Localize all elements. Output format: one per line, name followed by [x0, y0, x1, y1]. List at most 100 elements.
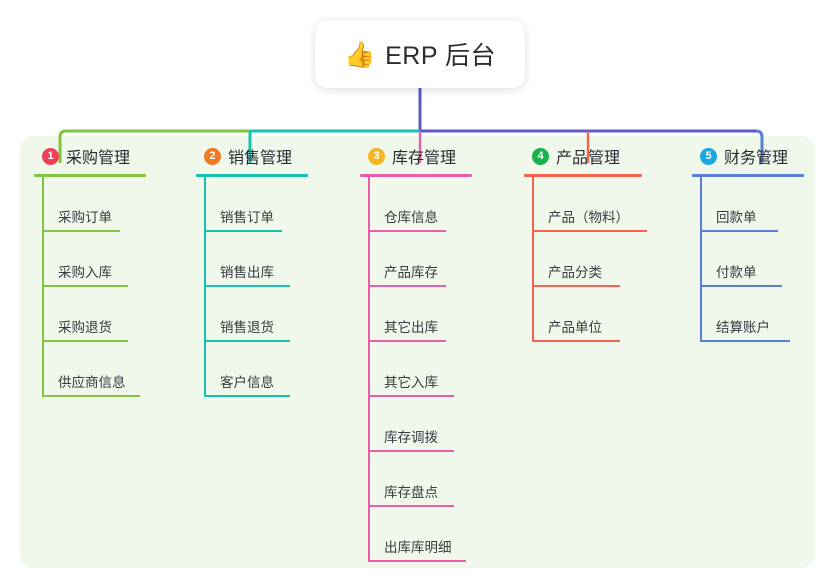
branch-item-label: 其它出库: [384, 320, 438, 335]
branch-item-label: 库存调拨: [384, 430, 438, 445]
branch-item[interactable]: 销售订单: [204, 177, 308, 232]
branch-item-label: 客户信息: [220, 375, 274, 390]
branch-spine-4: [532, 177, 534, 342]
branch-item-label: 回款单: [716, 210, 757, 225]
branch-item[interactable]: 库存调拨: [368, 397, 472, 452]
branch-item-rule: [532, 340, 620, 342]
branch-item-rule: [204, 395, 290, 397]
branch-item-label: 产品单位: [548, 320, 602, 335]
branch-item-label: 其它入库: [384, 375, 438, 390]
branch-item-rule: [368, 340, 446, 342]
branch-title-2: 销售管理: [228, 150, 293, 167]
branch-item-rule: [204, 285, 290, 287]
branch-item[interactable]: 产品分类: [532, 232, 642, 287]
branch-spine-5: [700, 177, 702, 342]
branch-item[interactable]: 客户信息: [204, 342, 308, 397]
branch-item-rule: [700, 340, 790, 342]
branch-header-5[interactable]: 5 财务管理: [692, 144, 804, 168]
branch-header-3[interactable]: 3 库存管理: [360, 144, 472, 168]
branch-item-label: 付款单: [716, 265, 757, 280]
branch-item-rule: [204, 230, 282, 232]
branch-spine-2: [204, 177, 206, 397]
branch-header-2[interactable]: 2 销售管理: [196, 144, 308, 168]
branch-column-5: 5 财务管理回款单付款单结算账户: [692, 144, 804, 342]
branch-item-label: 产品分类: [548, 265, 602, 280]
branch-item-list-3: 仓库信息产品库存其它出库其它入库库存调拨库存盘点出库库明细: [360, 177, 472, 562]
branch-item[interactable]: 回款单: [700, 177, 804, 232]
branch-item[interactable]: 结算账户: [700, 287, 804, 342]
branch-header-rule-2: [196, 174, 308, 177]
branch-item-list-5: 回款单付款单结算账户: [692, 177, 804, 342]
branch-title-3: 库存管理: [392, 150, 457, 167]
branch-header-rule-3: [360, 174, 472, 177]
branch-item-label: 供应商信息: [58, 375, 126, 390]
branch-item-rule: [42, 230, 120, 232]
branch-item-label: 销售退货: [220, 320, 274, 335]
branch-item-rule: [42, 285, 128, 287]
branch-badge-3-icon: 3: [368, 147, 385, 165]
branch-item[interactable]: 采购退货: [42, 287, 146, 342]
branch-item-rule: [42, 340, 128, 342]
branch-title-4: 产品管理: [556, 150, 621, 167]
branch-item[interactable]: 仓库信息: [368, 177, 472, 232]
branches-panel: [20, 136, 815, 568]
branch-item-label: 结算账户: [716, 320, 770, 335]
root-node-label: ERP 后台: [385, 42, 497, 70]
branch-item[interactable]: 销售出库: [204, 232, 308, 287]
branch-item-rule: [532, 230, 647, 232]
branch-item[interactable]: 库存盘点: [368, 452, 472, 507]
thumbs-up-icon: 👍: [343, 39, 376, 69]
branch-item-label: 产品（物料）: [548, 210, 629, 225]
branch-item-rule: [368, 285, 446, 287]
branch-badge-2-icon: 2: [204, 147, 221, 165]
branch-item[interactable]: 其它出库: [368, 287, 472, 342]
branch-item-list-2: 销售订单销售出库销售退货客户信息: [196, 177, 308, 397]
branch-header-rule-5: [692, 174, 804, 177]
branch-item-label: 采购订单: [58, 210, 112, 225]
branch-item-rule: [700, 285, 782, 287]
branch-item[interactable]: 产品（物料）: [532, 177, 647, 232]
branch-item-rule: [368, 505, 454, 507]
branch-item[interactable]: 产品库存: [368, 232, 472, 287]
branch-item-label: 出库库明细: [384, 540, 452, 555]
branch-item[interactable]: 产品单位: [532, 287, 642, 342]
branch-item-rule: [700, 230, 778, 232]
branch-item[interactable]: 其它入库: [368, 342, 472, 397]
branch-item[interactable]: 供应商信息: [42, 342, 146, 397]
branch-spine-3: [368, 177, 370, 562]
branch-item[interactable]: 采购订单: [42, 177, 146, 232]
branch-item[interactable]: 付款单: [700, 232, 804, 287]
branch-header-rule-1: [34, 174, 146, 177]
branch-badge-5-icon: 5: [700, 147, 717, 165]
branch-item-rule: [368, 450, 454, 452]
branch-item-rule: [204, 340, 290, 342]
branch-column-4: 4 产品管理产品（物料） 产品分类产品单位: [524, 144, 647, 342]
branch-item[interactable]: 出库库明细: [368, 507, 472, 562]
branch-item-rule: [368, 395, 454, 397]
branch-header-rule-4: [524, 174, 642, 177]
branch-item-label: 销售订单: [220, 210, 274, 225]
branch-spine-1: [42, 177, 44, 397]
branch-item-list-1: 采购订单采购入库采购退货供应商信息: [34, 177, 146, 397]
branch-item-label: 仓库信息: [384, 210, 438, 225]
branch-item-rule: [532, 285, 620, 287]
branch-column-3: 3 库存管理仓库信息产品库存其它出库其它入库库存调拨库存盘点出库库明细: [360, 144, 472, 562]
branch-item-label: 采购退货: [58, 320, 112, 335]
branch-item-label: 采购入库: [58, 265, 112, 280]
branch-item[interactable]: 采购入库: [42, 232, 146, 287]
branch-column-2: 2 销售管理销售订单销售出库销售退货客户信息: [196, 144, 308, 397]
branch-item-rule: [368, 560, 466, 562]
branch-badge-1-icon: 1: [42, 147, 59, 165]
branch-item-label: 销售出库: [220, 265, 274, 280]
root-node[interactable]: 👍 ERP 后台: [315, 20, 525, 88]
branch-item-rule: [42, 395, 140, 397]
branch-item-rule: [368, 230, 446, 232]
branch-item[interactable]: 销售退货: [204, 287, 308, 342]
branch-item-list-4: 产品（物料） 产品分类产品单位: [524, 177, 647, 342]
branch-header-4[interactable]: 4 产品管理: [524, 144, 642, 168]
branch-title-5: 财务管理: [724, 150, 789, 167]
branch-badge-4-icon: 4: [532, 147, 549, 165]
